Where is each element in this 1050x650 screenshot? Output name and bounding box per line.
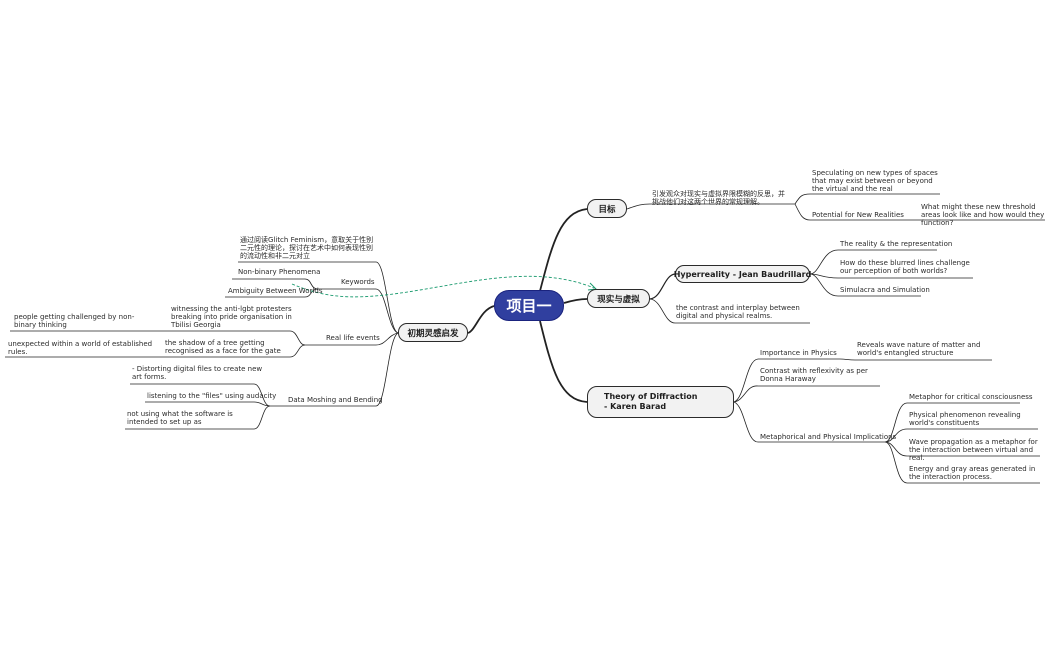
keyword-ambiguity: Ambiguity Between Worlds xyxy=(228,287,323,295)
link-root-goal xyxy=(539,208,588,292)
link-real-tree xyxy=(163,344,306,358)
link-inspiration-real-life xyxy=(305,332,399,346)
inspiration-keywords: Keywords xyxy=(341,278,375,286)
inspiration-datamosh: Data Moshing and Bending xyxy=(288,396,383,404)
datamosh-software: not using what the software is intended … xyxy=(127,410,233,427)
real-life-unexpected: unexpected within a world of established… xyxy=(8,340,153,357)
impl-item-4: Energy and gray areas generated in the i… xyxy=(909,465,1036,482)
link-impl-4 xyxy=(884,441,1040,484)
goal-description: 引发观众对现实与虚拟界限模糊的反思，并挑战他们对这两个世界的常规理解。 xyxy=(652,190,785,207)
link-diffraction-implications xyxy=(733,401,885,443)
real-life-tree: the shadow of a tree getting recognised … xyxy=(165,339,281,356)
link-inspiration-datamosh xyxy=(270,332,399,407)
link-keyword-ambiguity xyxy=(225,288,319,298)
topic-hyperreality[interactable]: Hyperreality - Jean Baudrillard xyxy=(674,265,811,283)
diffraction-haraway: Contrast with reflexivity as per Donna H… xyxy=(760,367,868,384)
link-goal-potential xyxy=(794,203,905,221)
link-real-protesters xyxy=(170,330,306,346)
link-datamosh-software xyxy=(125,405,271,430)
hyper-item-1: The reality & the representation xyxy=(840,240,953,248)
topic-diffraction[interactable]: Theory of Diffraction - Karen Barad xyxy=(587,386,734,418)
diffraction-wave-nature: Reveals wave nature of matter and world'… xyxy=(857,341,981,358)
link-impl-2 xyxy=(884,428,1038,443)
link-datamosh-audacity xyxy=(145,401,271,407)
hyper-item-3: Simulacra and Simulation xyxy=(840,286,930,294)
diffraction-importance: Importance in Physics xyxy=(760,349,837,357)
datamosh-distorting: - Distorting digital files to create new… xyxy=(132,365,263,382)
real-life-protesters: witnessing the anti-lgbt protesters brea… xyxy=(171,305,292,330)
impl-item-2: Physical phenomenon revealing world's co… xyxy=(909,411,1021,428)
link-hyper-3 xyxy=(809,273,921,297)
hyper-item-2: How do these blurred lines challenge our… xyxy=(840,259,970,276)
datamosh-audacity: listening to the "files" using audacity xyxy=(147,392,277,400)
impl-item-3: Wave propagation as a metaphor for the i… xyxy=(909,438,1038,463)
keyword-nonbinary: Non-binary Phenomena xyxy=(238,268,321,276)
link-impl-3 xyxy=(884,441,1040,457)
diffraction-implications: Metaphorical and Physical Implications xyxy=(760,433,897,441)
goal-speculating: Speculating on new types of spaces that … xyxy=(812,169,938,194)
link-root-diffraction xyxy=(539,320,588,403)
underline-wave-nature xyxy=(839,358,992,361)
inspiration-reading: 通过阅读Glitch Feminism，意取关于性别二元性的理论，探讨在艺术中如… xyxy=(240,236,374,261)
goal-threshold: What might these new threshold areas loo… xyxy=(921,203,1045,228)
link-root-reality xyxy=(563,298,588,304)
link-reality-hyper xyxy=(649,273,676,300)
real-life-challenged: people getting challenged by non-binary … xyxy=(14,313,135,330)
goal-potential: Potential for New Realities xyxy=(812,211,904,219)
topic-reality-virtual[interactable]: 现实与虚拟 xyxy=(587,289,650,308)
topic-inspiration[interactable]: 初期灵感启发 xyxy=(398,323,468,342)
link-hyper-2 xyxy=(809,273,973,279)
impl-item-1: Metaphor for critical consciousness xyxy=(909,393,1033,401)
link-goal-speculating xyxy=(794,193,940,205)
root-topic[interactable]: 项目一 xyxy=(494,290,564,321)
link-keyword-nonbinary xyxy=(232,278,319,290)
link-root-inspiration xyxy=(467,305,495,334)
link-diffraction-haraway xyxy=(733,385,880,403)
link-goal-text xyxy=(626,203,795,210)
link-hyper-1 xyxy=(809,249,937,275)
link-diffraction-importance xyxy=(733,358,840,403)
link-reality-contrast xyxy=(649,298,810,324)
reality-contrast: the contrast and interplay between digit… xyxy=(676,304,800,321)
relation-ambiguity-reality xyxy=(291,275,595,298)
link-datamosh-distorting xyxy=(130,383,271,407)
inspiration-real-life: Real life events xyxy=(326,334,380,342)
link-inspiration-reading xyxy=(238,261,399,334)
topic-goal[interactable]: 目标 xyxy=(587,199,627,218)
link-impl-1 xyxy=(884,402,1020,443)
link-inspiration-keywords xyxy=(318,288,399,334)
